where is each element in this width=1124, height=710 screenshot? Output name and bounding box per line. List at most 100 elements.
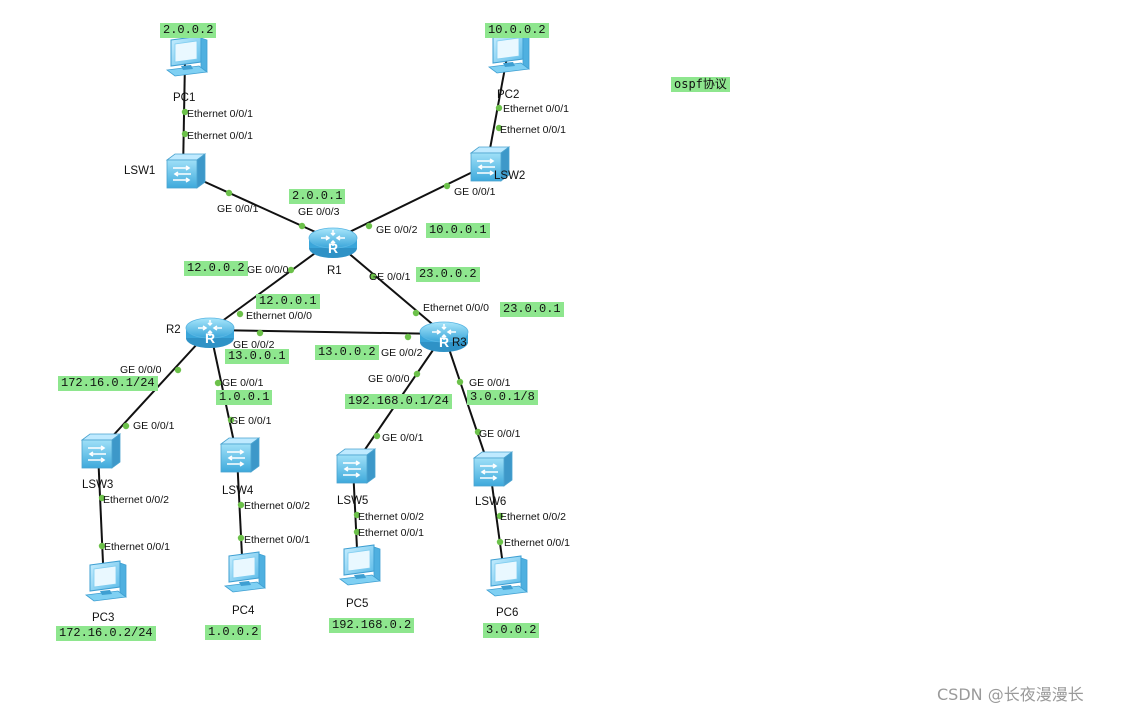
port-dot-r2-r3 bbox=[256, 329, 264, 337]
port-dot-lsw5-r3 bbox=[373, 432, 381, 440]
port-dot-lsw5-pc5 bbox=[353, 511, 361, 519]
link-lsw2-r1 bbox=[332, 164, 488, 241]
device-label-pc5: PC5 bbox=[346, 598, 369, 610]
port-dot-lsw4-r2 bbox=[227, 416, 235, 424]
ip-label-r1-g1: 23.0.0.2 bbox=[416, 267, 480, 282]
ip-label-r3-g2: 13.0.0.2 bbox=[315, 345, 379, 360]
port-label-lsw3-g1: GE 0/0/1 bbox=[133, 420, 175, 432]
port-label-r1-g0: GE 0/0/0 bbox=[247, 264, 289, 276]
device-label-lsw4: LSW4 bbox=[222, 485, 254, 497]
ip-label-r3-g1: 3.0.0.1/8 bbox=[467, 390, 538, 405]
port-label-r3-g1: GE 0/0/1 bbox=[469, 377, 511, 389]
lsw6-switch-icon[interactable] bbox=[473, 451, 513, 487]
port-label-r1-g1: GE 0/0/1 bbox=[369, 271, 411, 283]
ip-label-r2-g0: 172.16.0.1/24 bbox=[58, 376, 158, 391]
ip-label-r3-g0: 192.168.0.1/24 bbox=[345, 394, 452, 409]
device-label-pc1: PC1 bbox=[173, 92, 196, 104]
ip-label-r2-g2: 13.0.0.1 bbox=[225, 349, 289, 364]
port-label-lsw5-e2: Ethernet 0/0/2 bbox=[358, 511, 424, 523]
lsw1-switch-icon[interactable] bbox=[166, 153, 206, 189]
pc2-pc-icon[interactable] bbox=[488, 32, 530, 74]
port-label-r3-g0: GE 0/0/0 bbox=[368, 373, 410, 385]
link-lsw1-r1 bbox=[182, 171, 334, 241]
port-dot-pc2-lsw2 bbox=[495, 104, 503, 112]
lsw4-switch-icon[interactable] bbox=[220, 437, 260, 473]
link-r1-r3 bbox=[332, 239, 445, 335]
ip-label-r1-g0: 12.0.0.2 bbox=[184, 261, 248, 276]
device-label-lsw6: LSW6 bbox=[475, 496, 507, 508]
port-dot-r3-r1 bbox=[412, 309, 420, 317]
device-label-pc3: PC3 bbox=[92, 612, 115, 624]
port-label-r3-e0: Ethernet 0/0/0 bbox=[423, 302, 489, 314]
port-label-lsw1-e1: Ethernet 0/0/1 bbox=[187, 130, 253, 142]
r2-router-icon[interactable] bbox=[185, 317, 235, 349]
ip-label-r3-e0: 23.0.0.1 bbox=[500, 302, 564, 317]
port-label-pc3-e1: Ethernet 0/0/1 bbox=[104, 541, 170, 553]
port-label-pc1-e1: Ethernet 0/0/1 bbox=[187, 108, 253, 120]
lsw5-switch-icon[interactable] bbox=[336, 448, 376, 484]
port-dot-lsw1-r1 bbox=[225, 189, 233, 197]
port-label-r1-g3: GE 0/0/3 bbox=[298, 206, 340, 218]
port-dot-r1-r2 bbox=[287, 266, 295, 274]
ip-label-pc4: 1.0.0.2 bbox=[205, 625, 262, 640]
port-label-lsw5-g1: GE 0/0/1 bbox=[382, 432, 424, 444]
pc3-pc-icon[interactable] bbox=[85, 560, 127, 602]
watermark: CSDN @长夜漫漫长 bbox=[937, 685, 1084, 704]
device-label-pc2: PC2 bbox=[497, 89, 520, 101]
lsw3-switch-icon[interactable] bbox=[81, 433, 121, 469]
port-label-r2-g0: GE 0/0/0 bbox=[120, 364, 162, 376]
port-dot-r2-r1 bbox=[236, 310, 244, 318]
port-label-lsw4-g1: GE 0/0/1 bbox=[230, 415, 272, 427]
ip-label-pc3: 172.16.0.2/24 bbox=[56, 626, 156, 641]
pc1-pc-icon[interactable] bbox=[166, 35, 208, 77]
port-dot-lsw3-r2 bbox=[122, 422, 130, 430]
port-dot-lsw1-pc1 bbox=[181, 130, 189, 138]
pc4-pc-icon[interactable] bbox=[224, 551, 266, 593]
port-dot-lsw6-r3 bbox=[474, 428, 482, 436]
port-dot-lsw6-pc6 bbox=[496, 512, 504, 520]
port-label-pc5-e1: Ethernet 0/0/1 bbox=[358, 527, 424, 539]
device-label-pc6: PC6 bbox=[496, 607, 519, 619]
device-label-r1: R1 bbox=[327, 265, 342, 277]
port-dot-r3-r2 bbox=[404, 333, 412, 341]
port-label-r3-g2: GE 0/0/2 bbox=[381, 347, 423, 359]
port-label-lsw2-e1: Ethernet 0/0/1 bbox=[500, 124, 566, 136]
port-label-pc2-e1: Ethernet 0/0/1 bbox=[503, 103, 569, 115]
link-r2-lsw3 bbox=[97, 329, 211, 453]
ip-label-pc2: 10.0.0.2 bbox=[485, 23, 549, 38]
pc6-pc-icon[interactable] bbox=[486, 555, 528, 597]
port-label-lsw3-e2: Ethernet 0/0/2 bbox=[103, 494, 169, 506]
port-dot-lsw3-pc3 bbox=[98, 494, 106, 502]
ip-label-pc1: 2.0.0.2 bbox=[160, 23, 217, 38]
port-dot-pc6-lsw6 bbox=[496, 538, 504, 546]
port-label-r2-g2: GE 0/0/2 bbox=[233, 339, 275, 351]
port-label-lsw1-g1: GE 0/0/1 bbox=[217, 203, 259, 215]
port-dots bbox=[98, 104, 504, 550]
link-pc1-lsw1 bbox=[182, 59, 186, 173]
port-dot-pc3-lsw3 bbox=[98, 542, 106, 550]
port-dot-r1-lsw1 bbox=[298, 222, 306, 230]
port-dot-lsw4-pc4 bbox=[237, 501, 245, 509]
r1-router-icon[interactable] bbox=[308, 227, 358, 259]
ip-label-pc6: 3.0.0.2 bbox=[483, 623, 540, 638]
port-dot-pc1-lsw1 bbox=[181, 108, 189, 116]
port-dot-pc4-lsw4 bbox=[237, 534, 245, 542]
link-r2-r3 bbox=[209, 329, 445, 335]
port-dot-r2-lsw4 bbox=[214, 379, 222, 387]
ip-label-r2-g1: 1.0.0.1 bbox=[216, 390, 273, 405]
port-dot-pc5-lsw5 bbox=[353, 528, 361, 536]
ip-label-pc5: 192.168.0.2 bbox=[329, 618, 415, 633]
device-label-lsw1: LSW1 bbox=[124, 165, 156, 177]
port-dot-r3-lsw6 bbox=[456, 378, 464, 386]
ip-label-r1-g2: 10.0.0.1 bbox=[426, 223, 490, 238]
port-dot-r2-lsw3 bbox=[174, 366, 182, 374]
port-dot-lsw2-r1 bbox=[443, 182, 451, 190]
device-label-lsw3: LSW3 bbox=[82, 479, 114, 491]
device-label-lsw5: LSW5 bbox=[337, 495, 369, 507]
port-dot-r1-lsw2 bbox=[365, 222, 373, 230]
pc5-pc-icon[interactable] bbox=[339, 544, 381, 586]
port-label-pc4-e1: Ethernet 0/0/1 bbox=[244, 534, 310, 546]
port-label-r2-e0: Ethernet 0/0/0 bbox=[246, 310, 312, 322]
port-label-lsw2-g1: GE 0/0/1 bbox=[454, 186, 496, 198]
